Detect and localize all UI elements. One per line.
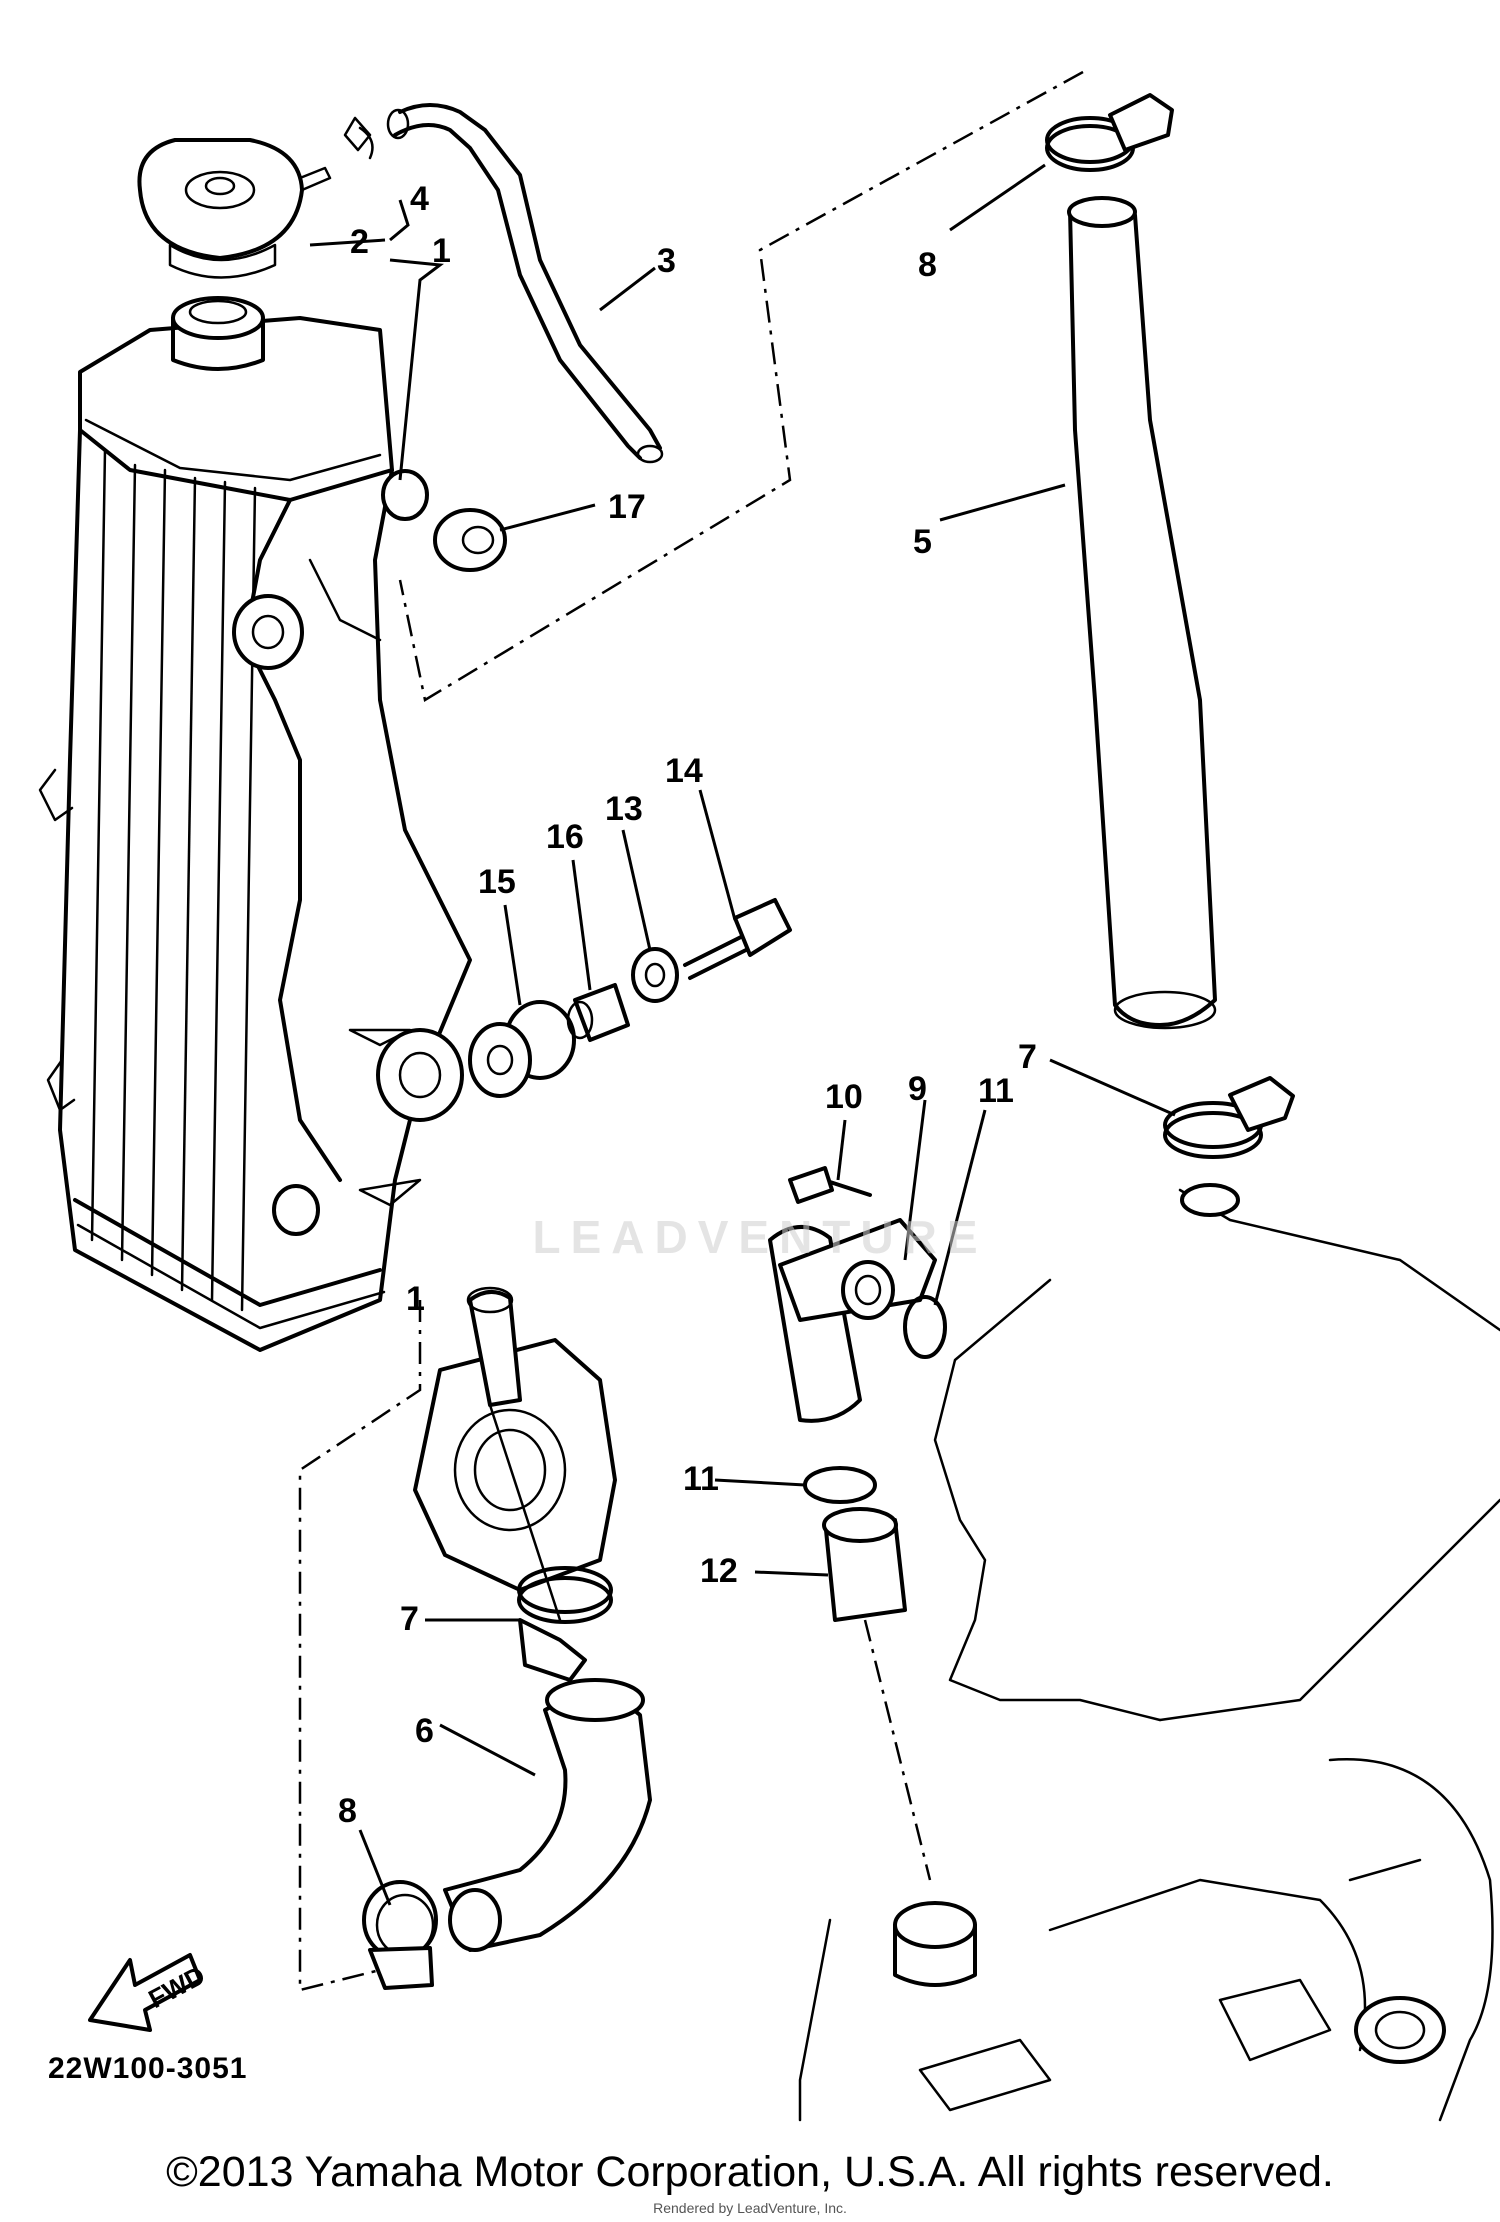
callout-14: 14 xyxy=(665,752,703,790)
callout-17: 17 xyxy=(608,488,646,526)
watermark: LEADVENTURE xyxy=(532,1211,988,1263)
diagram-code: 22W100-3051 xyxy=(48,2052,248,2085)
hose-clamp-7-lower xyxy=(517,1566,613,1682)
collar-15 xyxy=(468,1000,576,1098)
bolt-14 xyxy=(683,898,792,980)
hose-clamp-7-upper xyxy=(1163,1076,1295,1159)
callout-8-lower: 8 xyxy=(338,1792,357,1830)
rendered-by-note: Rendered by LeadVenture, Inc. xyxy=(653,2200,847,2216)
callout-11-upper: 11 xyxy=(978,1072,1014,1110)
connection-line xyxy=(398,70,1084,702)
callout-15: 15 xyxy=(478,863,516,901)
grommet xyxy=(433,508,507,572)
o-ring-11-upper xyxy=(903,1295,947,1359)
lower-hose xyxy=(443,1678,652,1952)
callout-8-top: 8 xyxy=(918,246,937,284)
callout-7-upper: 7 xyxy=(1018,1038,1037,1076)
copyright-notice: ©2013 Yamaha Motor Corporation, U.S.A. A… xyxy=(166,2148,1334,2196)
water-pump-housing xyxy=(413,1286,617,1622)
engine-case xyxy=(798,1183,1500,2122)
callout-7-lower: 7 xyxy=(400,1600,419,1638)
callout-10: 10 xyxy=(825,1078,863,1116)
hose-clip xyxy=(343,116,374,160)
radiator-cap xyxy=(137,138,332,279)
callout-13: 13 xyxy=(605,790,643,828)
collar-16 xyxy=(566,983,630,1042)
callout-5: 5 xyxy=(913,523,932,561)
upper-hose xyxy=(1067,196,1217,1030)
water-pipe xyxy=(768,1218,937,1423)
callout-1-top: 1 xyxy=(432,232,451,270)
hose-clamp-8-top xyxy=(1045,93,1174,172)
callout-11-lower: 11 xyxy=(683,1460,719,1498)
callout-12: 12 xyxy=(700,1552,738,1590)
callout-3: 3 xyxy=(657,242,676,280)
cap-12 xyxy=(822,1507,907,1622)
callout-4: 4 xyxy=(410,180,429,218)
overflow-hose xyxy=(386,103,664,464)
callouts: 1 2 3 4 5 6 7 7 8 8 9 10 11 11 12 13 14 … xyxy=(338,180,1037,1830)
radiator xyxy=(38,296,472,1352)
callout-16: 16 xyxy=(546,818,584,856)
fwd-arrow: FWD xyxy=(88,1953,210,2032)
callout-2: 2 xyxy=(350,223,369,261)
callout-1-lower: 1 xyxy=(406,1280,425,1318)
leader-lines xyxy=(309,163,1176,1906)
washer-13 xyxy=(631,947,679,1003)
callout-6: 6 xyxy=(415,1712,434,1750)
hose-clamp-8-lower xyxy=(362,1880,438,1990)
connection-line-cap xyxy=(863,1619,932,1881)
connection-line-lower xyxy=(298,1300,422,1992)
bolt-10 xyxy=(788,1166,872,1204)
callout-9: 9 xyxy=(908,1070,927,1108)
o-ring-11-lower xyxy=(803,1466,877,1504)
